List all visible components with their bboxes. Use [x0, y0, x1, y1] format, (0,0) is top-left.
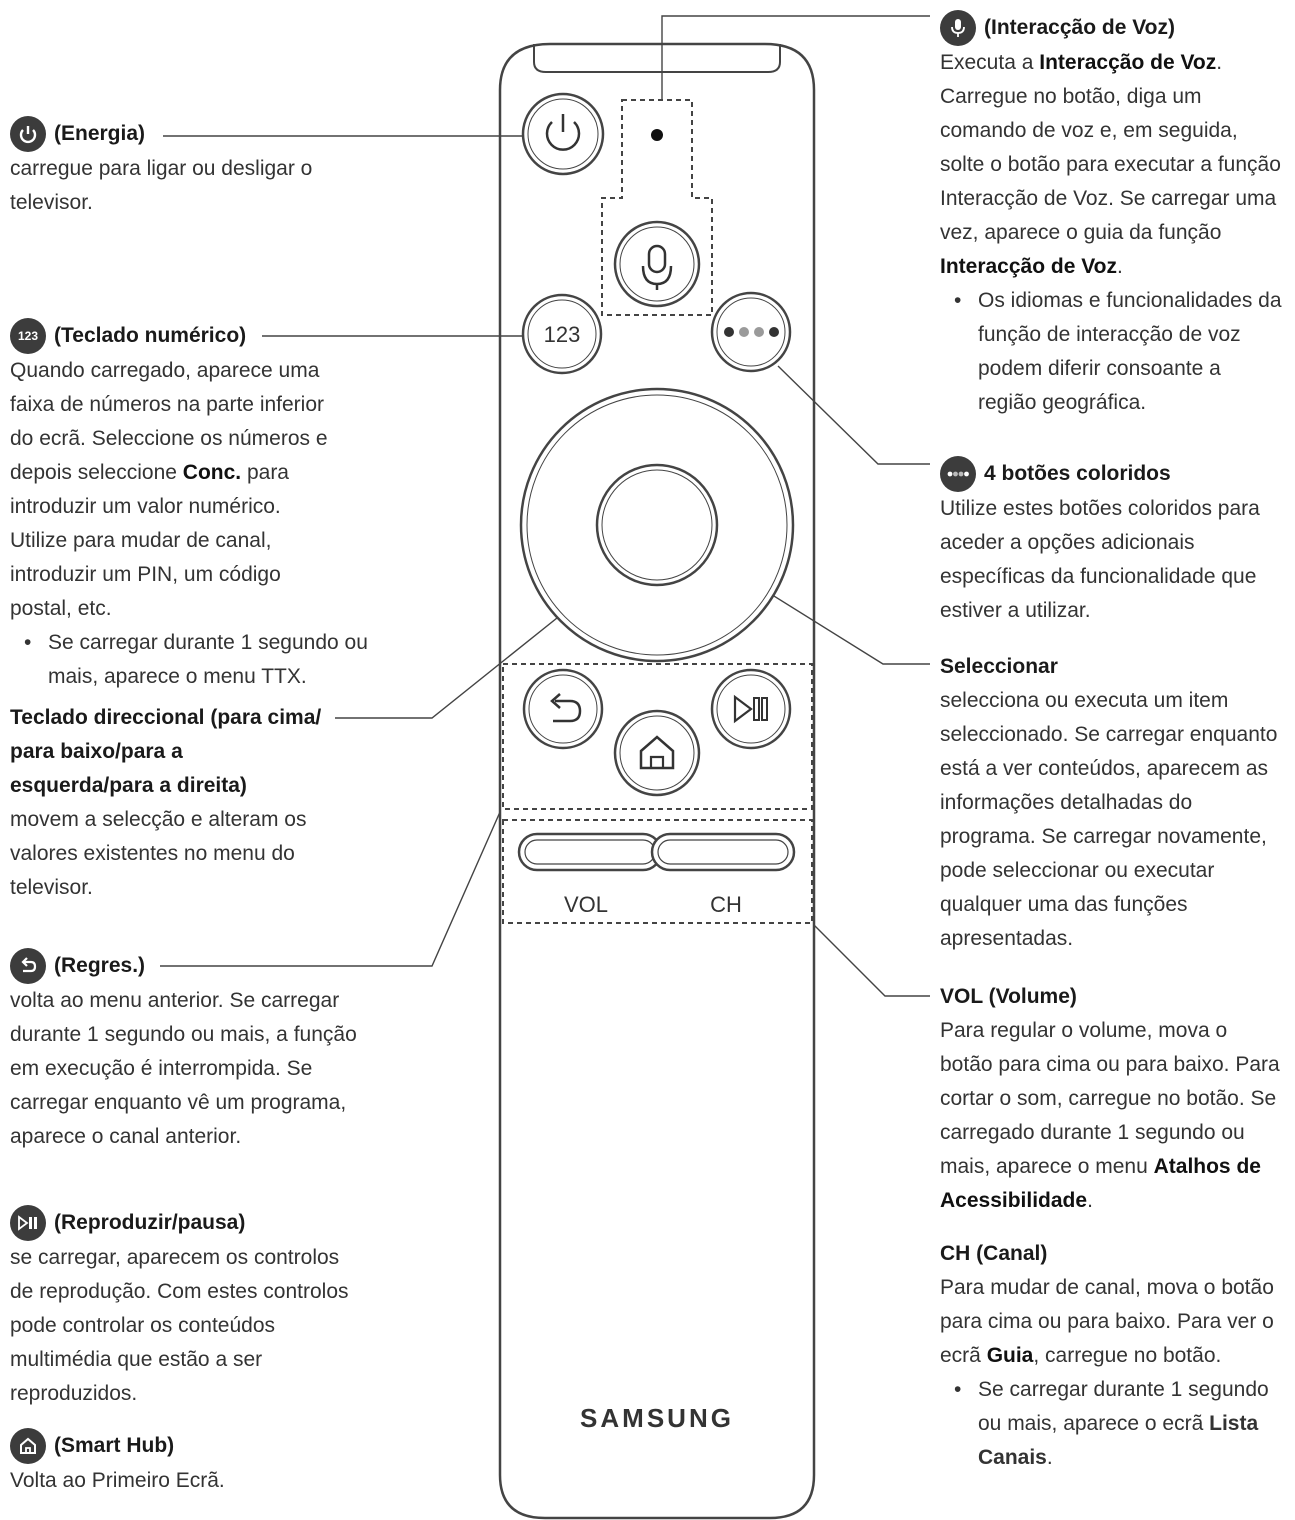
- voice-block: (Interacção de Voz) Executa a Interacção…: [940, 10, 1290, 420]
- power-desc: carregue para ligar ou desligar o televi…: [10, 157, 313, 214]
- voice-button[interactable]: [613, 220, 701, 308]
- voice-desc: Executa a Interacção de Voz. Carregue no…: [940, 51, 1281, 278]
- channel-block: CH (Canal) Para mudar de canal, mova o b…: [940, 1237, 1290, 1475]
- channel-rocker[interactable]: [650, 832, 796, 872]
- numpad-bullet: Se carregar durante 1 segundo ou mais, a…: [10, 626, 370, 694]
- color-block: 4 botões coloridos Utilize estes botões …: [940, 456, 1280, 628]
- home-desc: Volta ao Primeiro Ecrã.: [10, 1469, 225, 1492]
- numpad-block: 123 (Teclado numérico) Quando carregado,…: [10, 318, 370, 694]
- power-icon: [10, 116, 46, 152]
- back-icon: [10, 948, 46, 984]
- play-desc: se carregar, aparecem os controlos de re…: [10, 1246, 349, 1405]
- play-pause-button[interactable]: [710, 668, 792, 750]
- volume-title: VOL (Volume): [940, 985, 1077, 1008]
- back-block: (Regres.) volta ao menu anterior. Se car…: [10, 948, 370, 1154]
- volume-label: VOL: [564, 892, 608, 917]
- numpad-title: (Teclado numérico): [54, 324, 247, 347]
- color-buttons[interactable]: [710, 291, 792, 373]
- back-title: (Regres.): [54, 954, 146, 977]
- number-button[interactable]: 123: [521, 293, 603, 375]
- channel-title: CH (Canal): [940, 1242, 1048, 1265]
- play-pause-icon: [10, 1205, 46, 1241]
- home-title: (Smart Hub): [54, 1434, 175, 1457]
- voice-bullet: Os idiomas e funcionalidades da função d…: [940, 284, 1285, 420]
- select-desc: selecciona ou executa um item selecciona…: [940, 689, 1278, 950]
- number-button-label: 123: [544, 322, 581, 347]
- volume-block: VOL (Volume) Para regular o volume, mova…: [940, 980, 1285, 1218]
- select-title: Seleccionar: [940, 655, 1058, 678]
- color-title: 4 botões coloridos: [984, 462, 1171, 485]
- dpad-desc: movem a selecção e alteram os valores ex…: [10, 808, 307, 899]
- color-buttons-icon: [940, 456, 976, 492]
- volume-desc: Para regular o volume, mova o botão para…: [940, 1019, 1280, 1212]
- channel-desc: Para mudar de canal, mova o botão para c…: [940, 1276, 1274, 1367]
- voice-title: (Interacção de Voz): [984, 16, 1175, 39]
- play-block: (Reproduzir/pausa) se carregar, aparecem…: [10, 1205, 360, 1411]
- select-block: Seleccionar selecciona ou executa um ite…: [940, 650, 1290, 956]
- microphone-hole: [651, 129, 663, 141]
- home-block: (Smart Hub) Volta ao Primeiro Ecrã.: [10, 1428, 360, 1498]
- number-icon: 123: [10, 318, 46, 354]
- back-button[interactable]: [522, 668, 604, 750]
- home-icon: [10, 1428, 46, 1464]
- power-title: (Energia): [54, 122, 146, 145]
- dpad-block: Teclado direccional (para cima/ para bai…: [10, 701, 340, 905]
- dpad-title: Teclado direccional (para cima/ para bai…: [10, 706, 322, 797]
- power-block: (Energia) carregue para ligar ou desliga…: [10, 116, 340, 220]
- select-button[interactable]: [595, 463, 719, 587]
- power-button[interactable]: [521, 92, 605, 176]
- channel-label: CH: [710, 892, 742, 917]
- volume-rocker[interactable]: [517, 832, 663, 872]
- home-button[interactable]: [613, 709, 701, 797]
- brand-logo: SAMSUNG: [580, 1403, 734, 1433]
- color-desc: Utilize estes botões coloridos para aced…: [940, 497, 1260, 622]
- channel-bullet: Se carregar durante 1 segundo ou mais, a…: [940, 1373, 1290, 1475]
- numpad-desc: Quando carregado, aparece uma faixa de n…: [10, 359, 328, 620]
- play-title: (Reproduzir/pausa): [54, 1211, 246, 1234]
- microphone-icon: [940, 10, 976, 46]
- back-desc: volta ao menu anterior. Se carregar dura…: [10, 989, 357, 1148]
